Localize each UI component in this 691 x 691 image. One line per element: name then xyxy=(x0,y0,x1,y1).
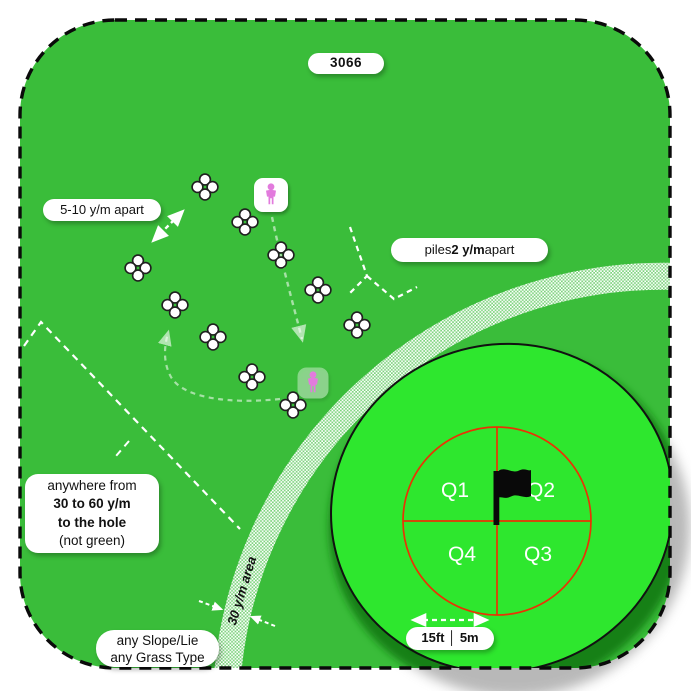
ball-pile-icon xyxy=(267,241,295,269)
quadrant-labels: Q1 Q2 Q4 Q3 xyxy=(441,479,555,566)
person-icon xyxy=(297,367,329,399)
distance-line-2: 30 to 60 y/m xyxy=(53,496,131,511)
putting-green xyxy=(330,342,670,668)
piles-apart-prefix: piles xyxy=(424,241,452,257)
pile-distance-pill: 5-10 y/m apart xyxy=(43,199,161,221)
boundary-dashed-line xyxy=(23,320,241,530)
spacing-double-arrow-icon xyxy=(151,209,185,243)
30ym-band xyxy=(212,262,670,668)
walk-loop-arrow-icon xyxy=(157,329,281,402)
boundary-tick xyxy=(115,440,130,457)
drill-number-plaque: 3066 xyxy=(308,53,384,74)
ball-pile-icon xyxy=(199,323,227,351)
band-width-arrow-left-icon xyxy=(198,600,224,611)
ball-pile-icon xyxy=(343,311,371,339)
green-scale-label: 15ft │ 5m xyxy=(421,630,479,646)
green-scale-pill: 15ft │ 5m xyxy=(406,627,494,650)
distance-to-hole-box: anywhere from 30 to 60 y/m to the hole (… xyxy=(25,474,159,553)
distance-line-1: anywhere from xyxy=(47,477,137,493)
quadrant-q1-label: Q1 xyxy=(441,479,469,502)
conditions-line-1: any Slope/Lie xyxy=(116,632,199,648)
distance-line-4: (not green) xyxy=(58,533,126,548)
ball-pile-icon xyxy=(279,391,307,419)
ball-piles xyxy=(124,173,371,419)
ball-pile-icon xyxy=(191,173,219,201)
conditions-pill: any Slope/Lie any Grass Type xyxy=(96,630,219,667)
piles-apart-value: 2 y/m xyxy=(451,241,485,257)
conditions-line-2: any Grass Type xyxy=(110,649,205,665)
drill-number: 3066 xyxy=(329,55,363,71)
piles-apart-suffix: apart xyxy=(484,241,515,257)
quadrant-q2-label: Q2 xyxy=(527,479,555,502)
ball-pile-icon xyxy=(238,363,266,391)
persons xyxy=(254,178,329,399)
field-dashed-border xyxy=(18,18,672,670)
guide-lines xyxy=(23,209,418,530)
piles-apart-pill: piles 2 y/m apart xyxy=(391,238,548,262)
quadrant-q3-label: Q3 xyxy=(524,543,552,566)
ball-pile-icon xyxy=(231,208,259,236)
ball-pile-icon xyxy=(304,276,332,304)
person-path-arrow-icon xyxy=(270,216,307,343)
ball-pile-icon xyxy=(124,254,152,282)
ball-pile-icon xyxy=(161,291,189,319)
quadrant-q4-label: Q4 xyxy=(448,543,476,566)
flag-icon xyxy=(493,469,531,525)
pile-spacing-line xyxy=(348,226,418,301)
person-icon xyxy=(254,178,288,212)
distance-line-3: to the hole xyxy=(57,514,127,530)
pile-distance-label: 5-10 y/m apart xyxy=(60,201,144,217)
